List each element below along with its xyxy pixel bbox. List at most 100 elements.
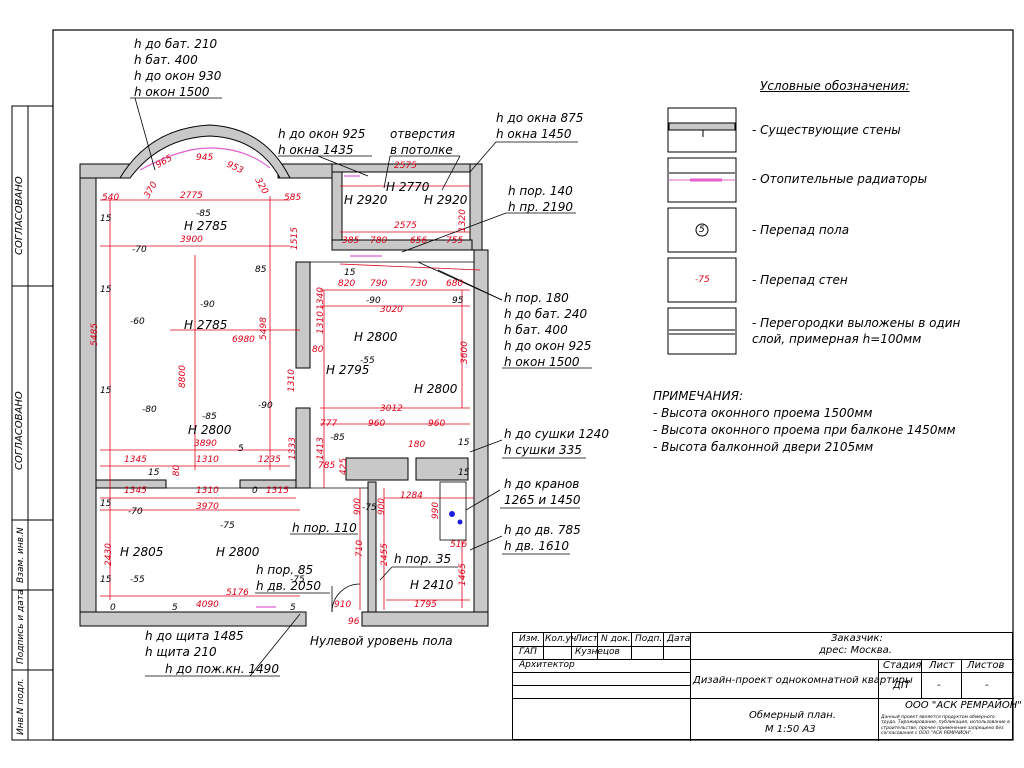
ann-shield-3: h до пож.кн. 1490 [165,662,279,676]
dim-3890: 3890 [194,439,217,449]
podpis-data-label: Подпись и дата [16,589,26,664]
mark-1: -85 [196,209,211,219]
dim-5176: 5176 [226,588,249,598]
mark-10: -85 [202,412,217,422]
mark-13: -75 [220,521,235,531]
notes-item-3: - Высота балконной двери 2105мм [653,440,874,454]
dim-730: 730 [410,279,428,289]
room-height-1: H 2785 [184,219,228,233]
mark-18: 15 [100,214,112,224]
tb-col-ndok: N док. [601,634,631,644]
dim-5498: 5498 [258,317,269,340]
dimension-lines [100,185,481,610]
ann-kitchen-5: h окон 1500 [504,355,580,369]
room-outlines [95,178,474,613]
legend-item-partitions-1: - Перегородки выложены в один [752,316,961,330]
mark-30: 15 [100,575,112,585]
ann-kitchen-2: h до бат. 240 [504,307,588,321]
mark-7: 95 [452,296,464,306]
room-height-6: H 2800 [414,382,458,396]
dim-1310a: 1310 [315,311,326,334]
dim-1310c: 1310 [196,455,219,465]
dim-710: 710 [355,539,366,558]
dim-80b: 80 [172,464,183,477]
tb-company-small: Данный проект является продуктом обмерно… [881,715,1010,737]
tb-project: Дизайн-проект однокомнатной квартиры [693,675,913,686]
dim-80a: 80 [312,345,324,355]
ann-win-1: h до окна 875 [496,111,584,125]
title-block: Изм. Кол.уч Лист N док. Подп. Дата ГАП К… [512,632,1022,741]
mark-19: 15 [100,285,112,295]
mark-22: 15 [100,499,112,509]
ann-zero-level: Нулевой уровень пола [310,634,453,648]
tb-address: дрес: Москва. [819,645,892,656]
mark-24: 15 [344,268,356,278]
dim-1333: 1333 [287,437,298,460]
dim-516: 516 [450,540,468,550]
inv-podl-label: Инв.N подл. [16,678,26,735]
tb-col-podp: Подп. [635,634,663,644]
tb-col-izm: Изм. [519,634,541,644]
dim-6980: 6980 [232,335,255,345]
tb-col-data: Дата [667,634,691,644]
ann-top-4: h окон 1500 [134,85,210,99]
dim-1315: 1315 [266,486,289,496]
ann-taps-1: h до кранов [504,477,580,491]
tb-sheets-h: Листов [967,660,1005,671]
dim-785: 785 [318,461,336,471]
agreed-label-2: СОГЛАСОВАНО [14,391,25,470]
dim-656: 656 [410,236,428,246]
radiators [139,147,382,608]
dim-385: 385 [342,236,360,246]
mark-15: -75 [362,503,377,513]
door-swings [331,583,361,613]
leader-lines [130,97,592,677]
dim-2775: 2775 [180,191,203,201]
dim-960a: 960 [368,419,386,429]
dim-960b: 960 [428,419,446,429]
tb-customer: Заказчик: [831,633,883,644]
notes-title: ПРИМЕЧАНИЯ: [653,389,743,403]
legend-item-radiators: - Отопительные радиаторы [752,172,928,186]
dim-2430: 2430 [103,543,114,566]
ann-por-35: h пор. 35 [394,552,452,566]
ann-por-1: h пор. 140 [508,184,573,198]
room-height-3: H 2800 [188,423,232,437]
dim-180: 180 [408,440,426,450]
ann-door-2: h дв. 1610 [504,539,569,553]
ann-taps-2: 1265 и 1450 [504,493,581,507]
ann-shield-2: h щита 210 [145,645,217,659]
tb-arch: Архитектор [519,660,575,670]
dim-1235: 1235 [258,455,281,465]
taps [449,511,463,525]
mark-14: -70 [128,507,143,517]
dim-1413: 1413 [315,437,326,460]
tb-sheet: - [937,680,941,691]
dim-900b: 900 [377,497,388,516]
legend-title: Условные обозначения: [760,79,910,93]
ann-mid-2: h окна 1435 [278,143,354,157]
mark-21: 15 [148,468,160,478]
mark-31: 15 [458,468,470,478]
ann-door-1: h до дв. 785 [504,523,581,537]
room-height-5: H 2795 [326,363,370,377]
mark-28: 0 [110,603,116,613]
dim-1340: 1340 [315,287,326,310]
legend-item-walls: - Существующие стены [752,123,901,137]
ann-win-2: h окна 1450 [496,127,572,141]
mark-29: 0 [252,486,258,496]
tb-gap-name: Кузнецов [575,647,620,657]
dim-8800: 8800 [177,365,188,388]
ann-shield-1: h до щита 1485 [145,629,244,643]
dim-820: 820 [338,279,356,289]
room-height-10: H 2770 [386,180,430,194]
dim-3600: 3600 [459,341,470,364]
mark-12: -85 [330,433,345,443]
ann-ceiling-1: отверстия [390,127,456,141]
dim-910: 910 [334,600,352,610]
dim-790: 790 [370,279,388,289]
dim-680: 680 [446,279,464,289]
side-stamp [11,105,54,741]
legend-floor-symbol: 5 [699,225,705,235]
dim-4090: 4090 [196,600,219,610]
